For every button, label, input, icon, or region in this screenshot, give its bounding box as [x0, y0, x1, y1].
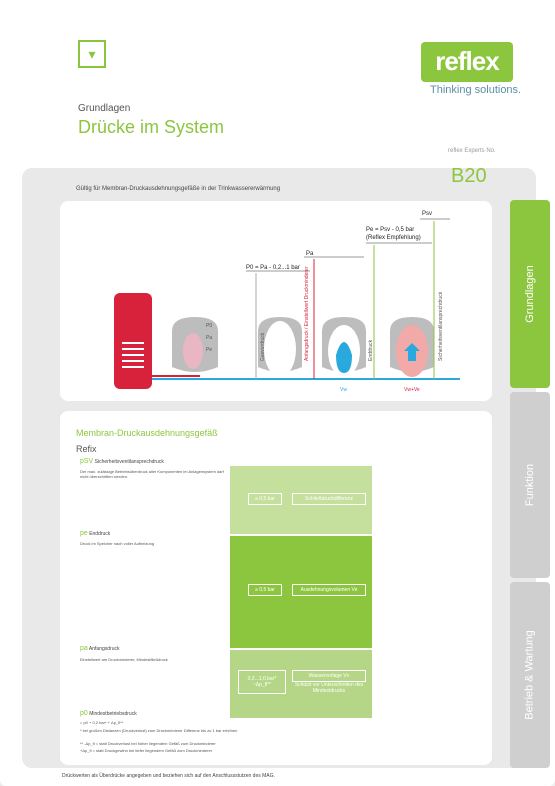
pe-name: Enddruck: [89, 531, 111, 537]
pa-label: Wasservorlage Vv: [292, 670, 366, 682]
heating-coil: [122, 342, 144, 368]
gasvordruck-label: Gasvordruck: [260, 332, 266, 361]
enddruck-label: Enddruck: [368, 339, 374, 361]
volume-vw: Vw: [340, 387, 347, 393]
volume-vw-ve: Vw+Ve: [404, 387, 420, 393]
tab-betrieb-wartung[interactable]: Betrieb & Wartung: [510, 582, 550, 768]
page-title: Drücke im System: [78, 117, 225, 137]
bar-pe: [230, 536, 372, 648]
page-kicker: Grundlagen: [78, 103, 131, 114]
pa-title: pa Anfangsdruck: [80, 645, 120, 652]
tank-label-pe: Pe: [206, 347, 212, 353]
p0-symbol: p0: [80, 710, 88, 717]
pa-desc: Einstellwert am Druckminderer, Mindestfl…: [80, 657, 168, 662]
footnote-3: ** -Δp_fl = statt Druckverlust bei höher…: [80, 741, 216, 746]
psv-symbol: pSV: [80, 458, 94, 465]
tank-2: [258, 317, 302, 377]
pa-symbol: pa: [80, 645, 88, 652]
psv-name: Sicherheitsventilansprechdruck: [94, 459, 164, 465]
p0-title: p0 Mindestbetriebsdruck: [80, 710, 137, 717]
pressure-diagram: P0 = Pa - 0,2...1 bar Pa Pe = Psv - 0,5 …: [114, 211, 460, 393]
pe-diff: ≥ 0,5 bar: [248, 584, 282, 596]
sicherheitsventil-label: Sicherheitsventilansprechdruck: [438, 291, 444, 361]
water-heater: [114, 293, 152, 389]
pa-diff: 0,2...1,0 bar* ~Δp_fl**: [238, 670, 286, 694]
psv-diff: ≥ 0,5 bar: [248, 493, 282, 505]
tank-3: [322, 317, 366, 377]
product-name: Refix: [76, 444, 97, 454]
anfangsdruck-label: Anfangsdruck / Einstellwert Druckmindere…: [304, 266, 310, 361]
p0-name: Mindestbetriebsdruck: [89, 711, 137, 717]
psv-label: Schließdruckdifferenz: [292, 493, 366, 505]
pe-symbol: pe: [80, 530, 88, 537]
psv-label: Psv: [422, 211, 432, 217]
tab-funktion[interactable]: Funktion: [510, 392, 550, 578]
tap-icon: ▾: [78, 40, 106, 68]
pa-label-sub: Schützt vor Unterschreiten des Mindestdr…: [294, 682, 364, 694]
tank-4: [390, 317, 434, 377]
tab-label: Grundlagen: [524, 265, 536, 323]
tank-label-p0: P0: [206, 323, 212, 329]
bar-pa: [230, 650, 372, 718]
footnote-1: = p0 + 0,2 bar* + Δp_fl**: [80, 720, 124, 725]
bottom-note: Drückwerten als Überdrücke angegeben und…: [62, 773, 275, 779]
tank-1: [172, 317, 218, 372]
section-title: Membran-Druckausdehnungsgefäß: [76, 428, 218, 438]
pe-title: pe Enddruck: [80, 530, 110, 537]
slogan: Thinking solutions.: [430, 84, 522, 96]
psv-desc: Der max. zulässige Betriebsüberdruck all…: [80, 469, 224, 479]
tab-grundlagen[interactable]: Grundlagen: [510, 200, 550, 388]
p0-formula: P0 = Pa - 0,2...1 bar: [246, 265, 300, 271]
tab-label: Funktion: [524, 463, 537, 507]
validity-note: Gültig für Membran-Druckausdehnungsgefäß…: [76, 186, 281, 192]
pa-name: Anfangsdruck: [88, 646, 120, 652]
footnote-4: +Δp_fl = statt Druckgewinn bei tiefer li…: [80, 748, 213, 753]
pe-desc: Druck im Speicher nach voller Aufheizung: [80, 541, 155, 546]
experts-label: reflex Experts No.: [448, 148, 496, 154]
pe-label: Ausdehnungsvolumen Ve: [292, 584, 366, 596]
pe-formula: Pe = Psv - 0,5 bar: [366, 227, 414, 233]
tab-label: Betrieb & Wartung: [524, 630, 536, 720]
footnote-2: * bei großen Distanzen (Druckverlust) zu…: [80, 728, 238, 733]
pa-label: Pa: [306, 251, 314, 257]
reflex-logo: reflex: [421, 42, 513, 82]
experts-number: B20: [451, 165, 487, 187]
psv-title: pSV Sicherheitsventilansprechdruck: [80, 458, 164, 465]
bar-psv: [230, 466, 372, 534]
pe-note: (Reflex Empfehlung): [366, 235, 421, 241]
tank-label-pa: Pa: [206, 335, 212, 341]
